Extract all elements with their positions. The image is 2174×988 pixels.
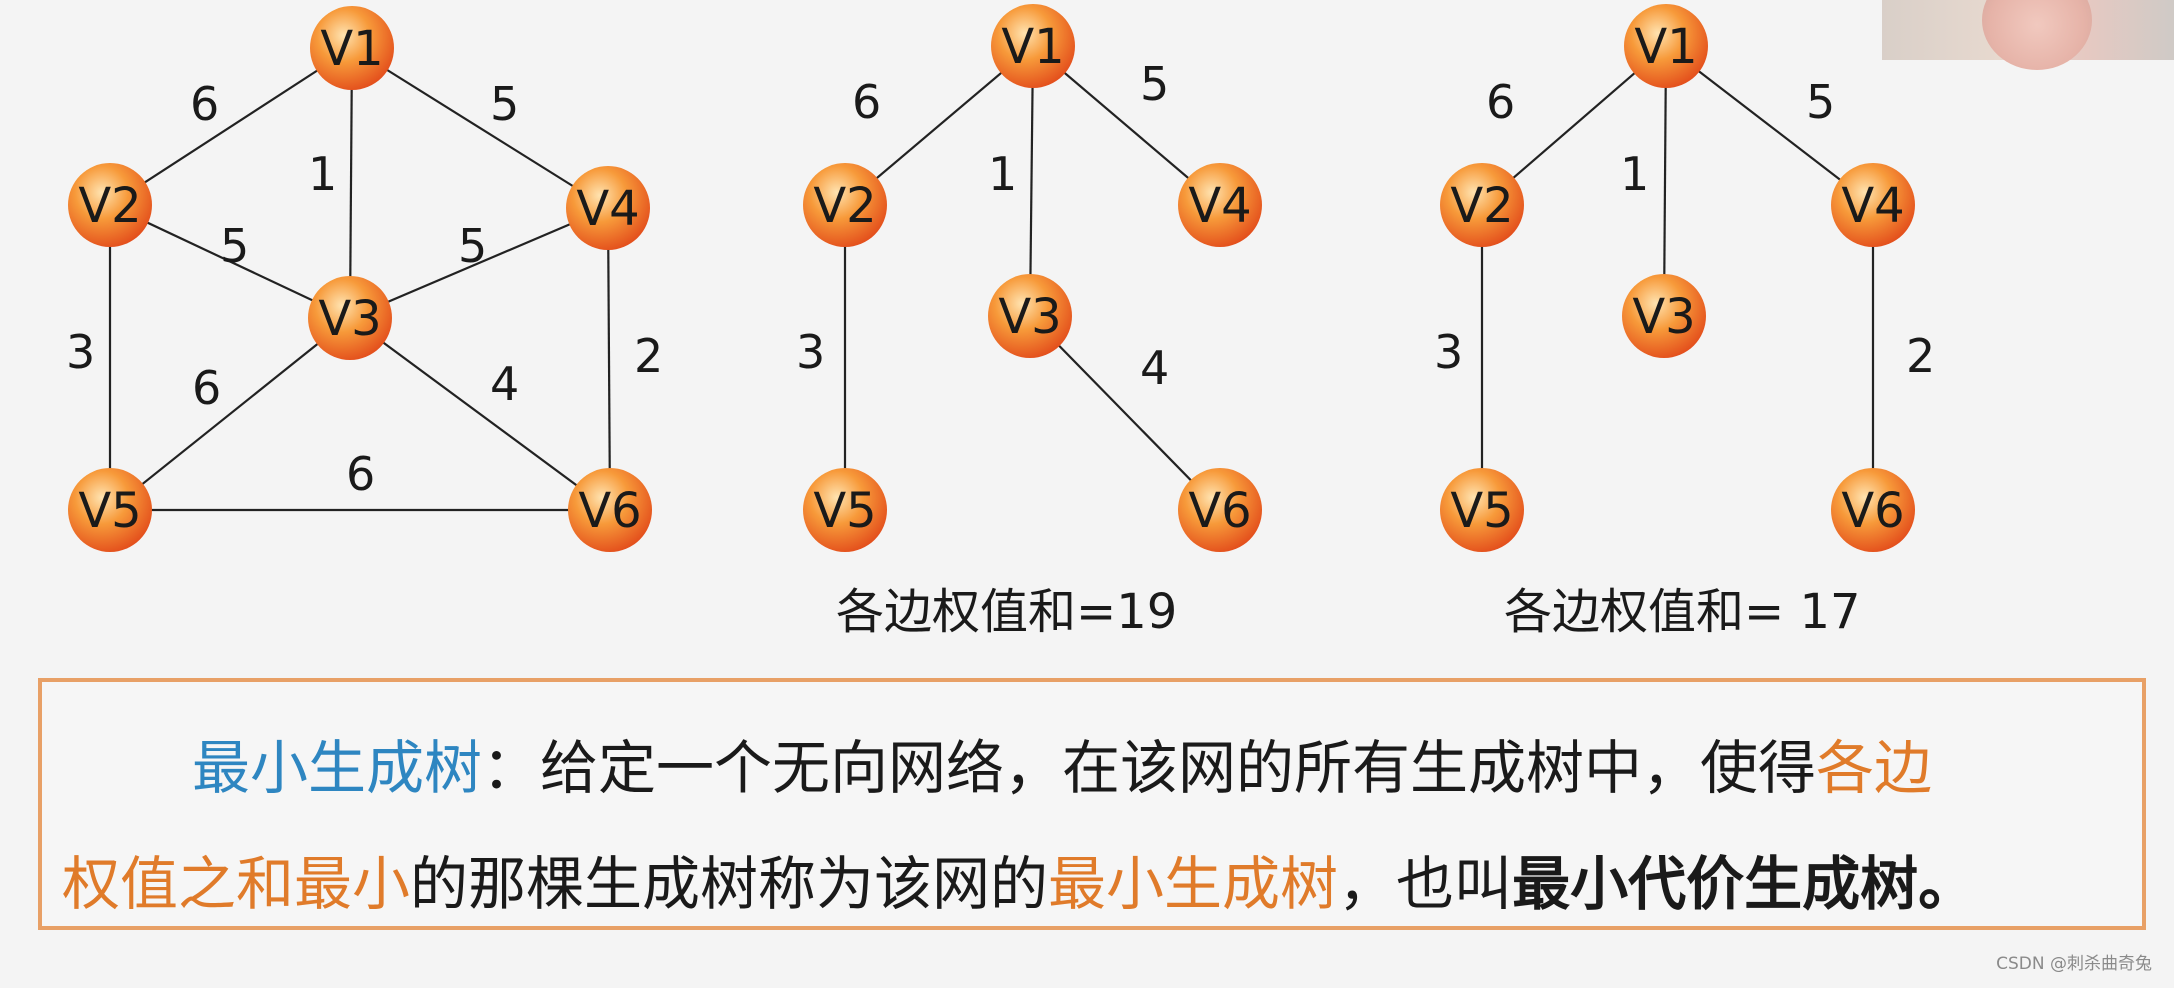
node-b-v1: V1 bbox=[1624, 4, 1708, 88]
node-label-v4: V4 bbox=[576, 181, 639, 237]
definition-body-1: ：给定一个无向网络，在该网的所有生成树中，使得 bbox=[482, 734, 1816, 802]
watermark: CSDN @刺杀曲奇兔 bbox=[1996, 949, 2152, 974]
node-a-label-v1: V1 bbox=[1001, 19, 1064, 75]
node-b-v2: V2 bbox=[1440, 163, 1524, 247]
weight-b-v1-v2: 6 bbox=[1486, 75, 1515, 129]
edge-v3-v6 bbox=[350, 318, 610, 510]
weight-v3-v6: 4 bbox=[490, 357, 519, 411]
definition-body-3: ，也叫 bbox=[1338, 850, 1512, 918]
bold-min-cost-term: 最小代价生成树。 bbox=[1512, 850, 1976, 918]
definition-line-2: 权值之和最小的那棵生成树称为该网的最小生成树，也叫最小代价生成树。 bbox=[62, 826, 2112, 942]
node-a-label-v4: V4 bbox=[1188, 178, 1251, 234]
node-b-label-v2: V2 bbox=[1450, 178, 1513, 234]
node-b-v4: V4 bbox=[1831, 163, 1915, 247]
node-label-v5: V5 bbox=[78, 483, 141, 539]
weight-a-v1-v3: 1 bbox=[988, 147, 1017, 201]
node-a-label-v6: V6 bbox=[1188, 483, 1251, 539]
tree-a-weight-sum: 各边权值和=19 bbox=[836, 584, 1177, 640]
node-v2: V2 bbox=[68, 163, 152, 247]
weight-v1-v4: 5 bbox=[490, 77, 519, 131]
node-label-v6: V6 bbox=[578, 483, 641, 539]
edge-v3-v5 bbox=[110, 318, 350, 510]
highlight-min-weight-sum: 权值之和最小 bbox=[62, 850, 410, 918]
node-b-label-v6: V6 bbox=[1841, 483, 1904, 539]
definition-body-2: 的那棵生成树称为该网的 bbox=[410, 850, 1048, 918]
spanning-tree-a: 6 1 5 3 4 V1 V2 V3 V4 V5 V6 各边权值和=19 bbox=[796, 4, 1262, 640]
node-v5: V5 bbox=[68, 468, 152, 552]
node-b-label-v5: V5 bbox=[1450, 483, 1513, 539]
highlight-mst-term: 最小生成树 bbox=[1048, 850, 1338, 918]
node-v1: V1 bbox=[310, 6, 394, 90]
node-b-v3: V3 bbox=[1622, 274, 1706, 358]
node-v3: V3 bbox=[308, 276, 392, 360]
definition-box: 最小生成树：给定一个无向网络，在该网的所有生成树中，使得各边 权值之和最小的那棵… bbox=[38, 678, 2146, 930]
node-b-v6: V6 bbox=[1831, 468, 1915, 552]
node-a-label-v5: V5 bbox=[813, 483, 876, 539]
presenter-face-image bbox=[1982, 0, 2092, 70]
node-b-label-v3: V3 bbox=[1632, 289, 1695, 345]
tree-b-weight-sum: 各边权值和= 17 bbox=[1504, 584, 1861, 640]
weight-b-v2-v5: 3 bbox=[1434, 325, 1463, 379]
edge-v4-v6 bbox=[608, 208, 610, 510]
weight-b-v1-v4: 5 bbox=[1806, 75, 1835, 129]
node-label-v3: V3 bbox=[318, 291, 381, 347]
weight-a-v1-v2: 6 bbox=[852, 75, 881, 129]
node-b-v5: V5 bbox=[1440, 468, 1524, 552]
edge-v1-v4 bbox=[352, 48, 608, 208]
node-b-label-v4: V4 bbox=[1841, 178, 1904, 234]
definition-term: 最小生成树 bbox=[192, 734, 482, 802]
webcam-overlay bbox=[1882, 0, 2174, 60]
node-a-v4: V4 bbox=[1178, 163, 1262, 247]
definition-line-1: 最小生成树：给定一个无向网络，在该网的所有生成树中，使得各边 bbox=[62, 710, 2112, 826]
weight-v3-v5: 6 bbox=[192, 361, 221, 415]
weight-a-v2-v5: 3 bbox=[796, 325, 825, 379]
weight-v5-v6: 6 bbox=[346, 447, 375, 501]
node-a-v5: V5 bbox=[803, 468, 887, 552]
weight-v4-v6: 2 bbox=[634, 329, 663, 383]
node-a-v6: V6 bbox=[1178, 468, 1262, 552]
full-graph: 6 1 5 5 5 3 6 4 2 6 V1 V2 V3 V4 V5 bbox=[66, 6, 663, 552]
node-v6: V6 bbox=[568, 468, 652, 552]
node-a-v1: V1 bbox=[991, 4, 1075, 88]
weight-v2-v5: 3 bbox=[66, 325, 95, 379]
weight-v2-v3: 5 bbox=[220, 219, 249, 273]
weight-b-v4-v6: 2 bbox=[1906, 329, 1935, 383]
weight-v1-v2: 6 bbox=[190, 77, 219, 131]
weight-v1-v3: 1 bbox=[308, 147, 337, 201]
spanning-tree-b: 6 1 5 3 2 V1 V2 V3 V4 V5 V6 各边权值和= 17 bbox=[1434, 4, 1935, 640]
highlight-each-edge: 各边 bbox=[1816, 734, 1932, 802]
node-label-v1: V1 bbox=[320, 21, 383, 77]
weight-b-v1-v3: 1 bbox=[1620, 147, 1649, 201]
node-a-label-v2: V2 bbox=[813, 178, 876, 234]
weight-a-v3-v6: 4 bbox=[1140, 341, 1169, 395]
weight-v3-v4: 5 bbox=[458, 219, 487, 273]
node-a-v3: V3 bbox=[988, 274, 1072, 358]
weight-a-v1-v4: 5 bbox=[1140, 57, 1169, 111]
node-v4: V4 bbox=[566, 166, 650, 250]
node-a-v2: V2 bbox=[803, 163, 887, 247]
node-b-label-v1: V1 bbox=[1634, 19, 1697, 75]
node-label-v2: V2 bbox=[78, 178, 141, 234]
node-a-label-v3: V3 bbox=[998, 289, 1061, 345]
